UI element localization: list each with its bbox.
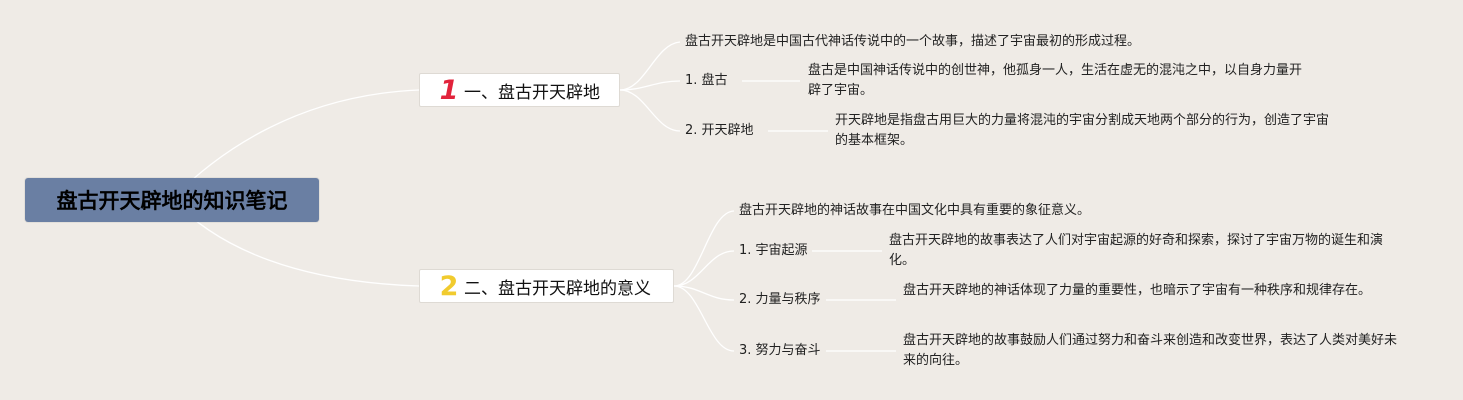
connector-branch-1-item-2 (619, 89, 681, 132)
branch-2-item-2-desc[interactable]: 盘古开天辟地的神话体现了力量的重要性，也暗示了宇宙有一种秩序和规律存在。 (903, 283, 1372, 298)
root-node[interactable]: 盘古开天辟地的知识笔记 (25, 178, 319, 222)
branch-node-1[interactable]: 1 一、盘古开天辟地 (419, 73, 620, 107)
branch-1-summary[interactable]: 盘古开天辟地是中国古代神话传说中的一个故事，描述了宇宙最初的形成过程。 (685, 34, 1141, 49)
connector-branch-2-item-2 (673, 285, 735, 301)
branch-2-label: 二、盘古开天辟地的意义 (464, 278, 651, 299)
connector-branch-2-item-3 (673, 285, 735, 352)
root-title: 盘古开天辟地的知识笔记 (56, 189, 288, 213)
branch-1-item-2-label[interactable]: 2. 开天辟地 (685, 123, 754, 138)
branch-2-item-1-desc[interactable]: 盘古开天辟地的故事表达了人们对宇宙起源的好奇和探索，探讨了宇宙万物的诞生和演化。 (889, 233, 1384, 268)
connector-branch-1-item-1 (619, 80, 681, 91)
branch-1-label: 一、盘古开天辟地 (464, 82, 600, 103)
connector-branch-1-summary (619, 41, 681, 91)
branch-1-item-1-desc[interactable]: 盘古是中国神话传说中的创世神，他孤身一人，生活在虚无的混沌之中，以自身力量开辟了… (808, 63, 1303, 98)
branch-1-item-1-label[interactable]: 1. 盘古 (685, 73, 728, 88)
connector-branch-2-summary (673, 210, 735, 287)
number-2-icon: 2 (439, 270, 459, 302)
branch-node-2[interactable]: 2 二、盘古开天辟地的意义 (419, 269, 674, 303)
branch-2-item-2-label[interactable]: 2. 力量与秩序 (739, 292, 821, 307)
branch-2-item-3-desc[interactable]: 盘古开天辟地的故事鼓励人们通过努力和奋斗来创造和改变世界，表达了人类对美好未来的… (903, 333, 1398, 368)
branch-2-item-1-label[interactable]: 1. 宇宙起源 (739, 243, 808, 258)
number-1-icon: 1 (439, 74, 459, 106)
branch-1-item-2-desc[interactable]: 开天辟地是指盘古用巨大的力量将混沌的宇宙分割成天地两个部分的行为，创造了宇宙的基… (835, 113, 1330, 148)
branch-2-summary[interactable]: 盘古开天辟地的神话故事在中国文化中具有重要的象征意义。 (739, 203, 1091, 218)
branch-2-item-3-label[interactable]: 3. 努力与奋斗 (739, 343, 821, 358)
connector-branch-2-item-1 (673, 250, 735, 287)
